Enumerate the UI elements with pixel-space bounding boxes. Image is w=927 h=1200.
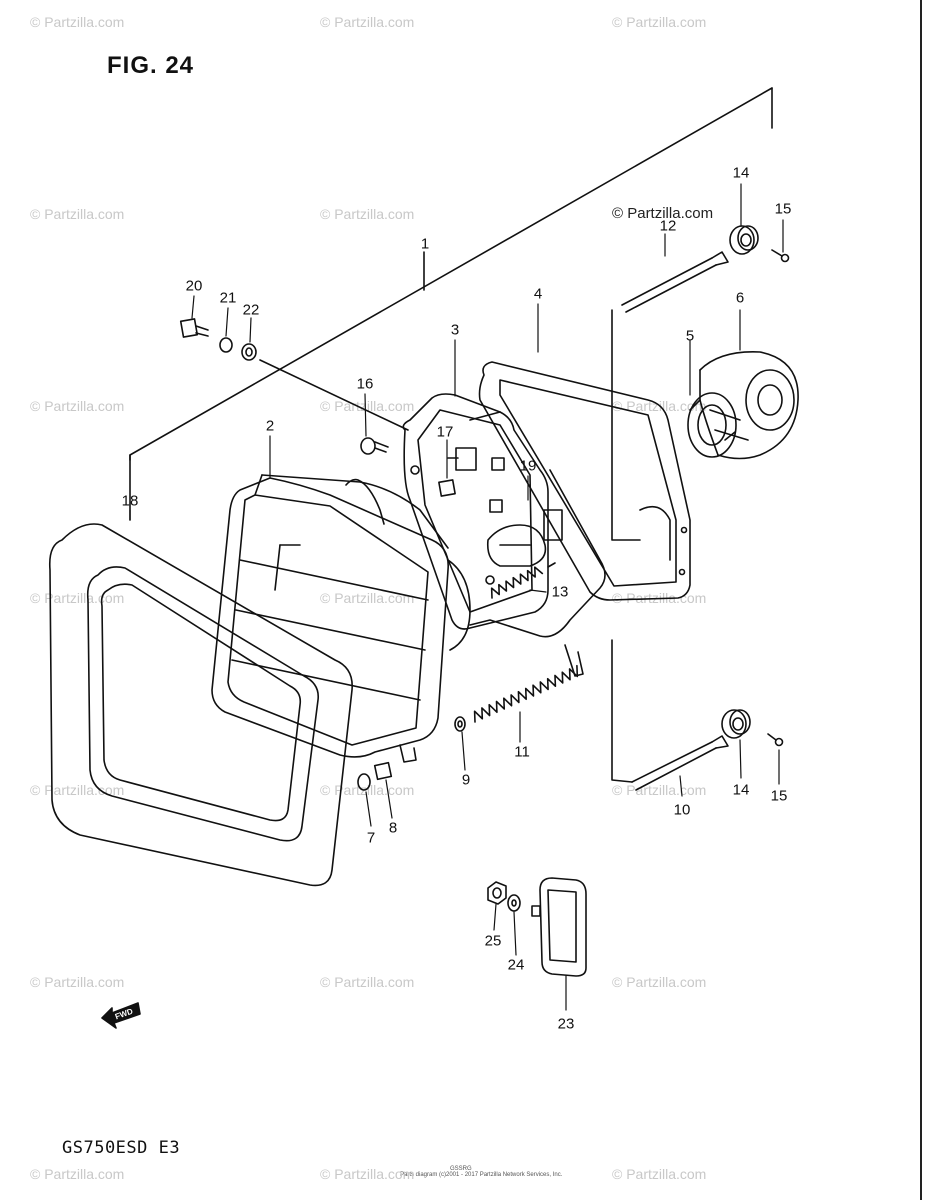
- part-number-2: 2: [265, 417, 275, 435]
- watermark: © Partzilla.com: [30, 1166, 125, 1182]
- watermark: © Partzilla.com: [320, 974, 415, 990]
- part-number-4: 4: [533, 285, 543, 303]
- adjusting-screw-part-10: [611, 639, 729, 791]
- adjuster-cup-part-5: [687, 392, 737, 458]
- watermark: © Partzilla.com: [320, 398, 415, 414]
- part-number-16: 16: [356, 375, 374, 393]
- part-number-13: 13: [551, 583, 569, 601]
- part-number-9: 9: [461, 771, 471, 789]
- part-number-6: 6: [735, 289, 745, 307]
- assembly-bracket-1: [129, 87, 773, 521]
- part-number-5: 5: [685, 327, 695, 345]
- fine-print-top: GSSRG: [450, 1166, 472, 1172]
- part-number-11: 11: [514, 743, 530, 761]
- bolt-part-20: [179, 318, 209, 338]
- part-number-8: 8: [388, 819, 398, 837]
- watermark: © Partzilla.com: [320, 590, 415, 606]
- washer-part-9: [454, 716, 466, 732]
- leader-line-22: [259, 359, 409, 431]
- watermark: © Partzilla.com: [30, 398, 125, 414]
- watermark: © Partzilla.com: [320, 206, 415, 222]
- part-number-17: 17: [436, 423, 454, 441]
- part-number-12: 12: [659, 217, 677, 235]
- watermark: © Partzilla.com: [30, 590, 125, 606]
- washer-part-7: [357, 773, 371, 791]
- leader-lines: [129, 183, 784, 1011]
- lock-washer-part-21: [219, 337, 233, 353]
- watermark: © Partzilla.com: [30, 974, 125, 990]
- part-number-10: 10: [673, 801, 691, 819]
- spacer-part-14-upper: [729, 225, 759, 255]
- part-number-25: 25: [484, 932, 502, 950]
- watermark: © Partzilla.com: [30, 14, 125, 30]
- sealed-beam-unit-part-2: [211, 474, 471, 763]
- screw-part-16: [360, 437, 389, 455]
- part-number-19: 19: [519, 457, 537, 475]
- watermark: © Partzilla.com: [612, 14, 707, 30]
- spacer-part-14-lower: [721, 709, 751, 739]
- nut-part-25: [487, 881, 507, 905]
- figure-title: FIG. 24: [107, 52, 195, 79]
- housing-frame-part-4: [469, 361, 691, 677]
- watermark: © Partzilla.com: [320, 782, 415, 798]
- watermark: © Partzilla.com: [320, 1166, 415, 1182]
- screw-part-15-lower: [767, 733, 784, 747]
- part-number-18: 18: [121, 492, 139, 510]
- spring-part-11: [473, 664, 579, 723]
- watermark: © Partzilla.com: [612, 782, 707, 798]
- reflector-part-23: [531, 877, 587, 977]
- part-number-15-upper: 15: [774, 200, 792, 218]
- part-number-22: 22: [242, 301, 260, 319]
- part-number-21: 21: [219, 289, 237, 307]
- part-number-23: 23: [557, 1015, 575, 1033]
- watermark-main: © Partzilla.com: [612, 205, 714, 222]
- model-code: GS750ESD E3: [62, 1138, 181, 1158]
- forward-direction-arrow: [101, 1002, 141, 1029]
- screw-part-15-upper: [771, 249, 790, 263]
- part-number-3: 3: [450, 321, 460, 339]
- watermark: © Partzilla.com: [30, 782, 125, 798]
- part-number-15-lower: 15: [770, 787, 788, 805]
- part-number-24: 24: [507, 956, 525, 974]
- washer-part-22: [241, 343, 257, 361]
- socket-part-17: [447, 447, 477, 471]
- page-edge-line: [920, 0, 922, 1200]
- part-number-20: 20: [185, 277, 203, 295]
- headlight-rim-part-18: [48, 523, 353, 887]
- rear-housing-part-6: [699, 351, 799, 460]
- watermark: © Partzilla.com: [30, 206, 125, 222]
- bulb-part-19: [486, 509, 563, 567]
- part-number-14-upper: 14: [732, 164, 750, 182]
- watermark: © Partzilla.com: [612, 974, 707, 990]
- mounting-bracket-part-3: [402, 393, 549, 630]
- part-number-14-lower: 14: [732, 781, 750, 799]
- washer-part-24: [507, 894, 521, 912]
- watermark: © Partzilla.com: [612, 1166, 707, 1182]
- watermark: © Partzilla.com: [320, 14, 415, 30]
- nut-part-8: [373, 761, 393, 781]
- adjusting-screw-part-12: [611, 251, 729, 541]
- part-number-7: 7: [366, 829, 376, 847]
- fine-print: Parts diagram (c)2001 - 2017 Partzilla N…: [400, 1172, 563, 1178]
- part-number-1: 1: [420, 235, 430, 253]
- spring-part-13: [490, 562, 556, 599]
